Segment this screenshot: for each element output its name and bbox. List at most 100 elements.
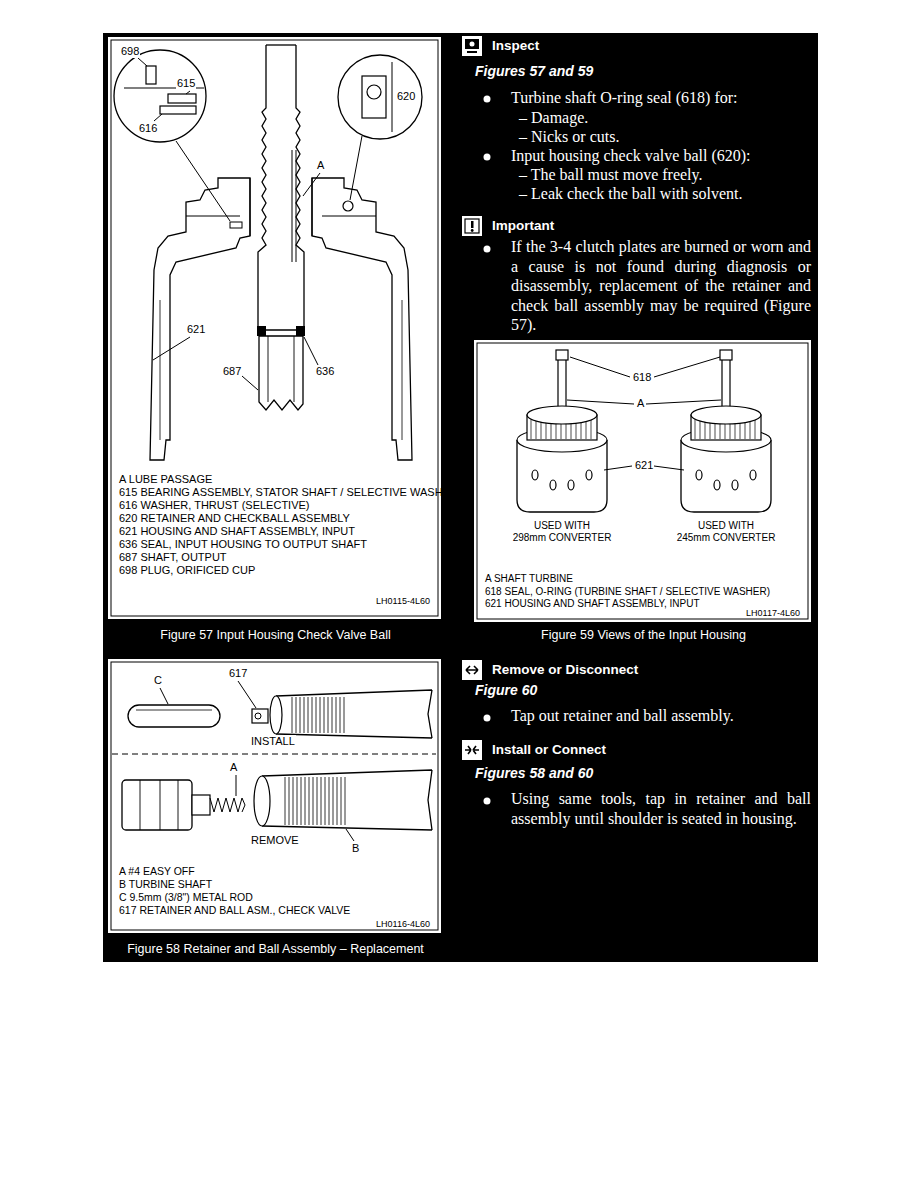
shaft-end bbox=[254, 776, 270, 826]
leader-line bbox=[153, 337, 190, 360]
spline-line bbox=[297, 777, 298, 825]
housing-drum-line bbox=[402, 300, 403, 440]
housing-wall bbox=[312, 178, 412, 460]
check-ball bbox=[367, 85, 381, 99]
housing-drum-line bbox=[160, 300, 161, 440]
figure-caption: Figure 58 Retainer and Ball Assembly – R… bbox=[109, 942, 442, 957]
shaft-end bbox=[281, 44, 296, 45]
callout-label: 621 bbox=[186, 323, 206, 336]
figure-code: LH0116-4L60 bbox=[376, 918, 430, 930]
inspect-icon-glyph bbox=[467, 51, 477, 53]
spline-line bbox=[300, 697, 301, 733]
legend-line: A #4 EASY OFF bbox=[119, 865, 460, 878]
important-icon-glyph bbox=[465, 219, 479, 233]
legend-line: 698 PLUG, ORIFICED CUP bbox=[119, 564, 460, 577]
legend-line: 636 SEAL, INPUT HOUSING TO OUTPUT SHAFT bbox=[119, 538, 460, 551]
section-heading: Remove or Disconnect bbox=[492, 661, 638, 678]
turbine-shaft-outline bbox=[258, 45, 281, 330]
callout-label: A bbox=[229, 761, 238, 774]
spline-line bbox=[293, 777, 294, 825]
callout-label: A bbox=[316, 159, 325, 172]
leader-line bbox=[604, 466, 632, 470]
detail-circle bbox=[114, 50, 206, 142]
important-icon bbox=[462, 216, 482, 236]
separator-dashed bbox=[112, 754, 436, 755]
body-text: If the 3-4 clutch plates are burned or w… bbox=[511, 237, 811, 335]
detail-section-line bbox=[392, 62, 393, 132]
shaft-o-ring bbox=[720, 350, 732, 360]
legend-line: B TURBINE SHAFT bbox=[119, 878, 460, 891]
remove-icon bbox=[462, 660, 482, 680]
legend-line: 618 SEAL, O-RING (TURBINE SHAFT / SELECT… bbox=[485, 586, 830, 599]
bullet-dot bbox=[484, 246, 491, 253]
legend-line: 620 RETAINER AND CHECKBALL ASSEMBLY bbox=[119, 512, 460, 525]
housing-slot bbox=[696, 470, 702, 480]
section-heading: Install or Connect bbox=[492, 741, 606, 758]
figure-reference: Figures 58 and 60 bbox=[475, 764, 593, 782]
tool-ring bbox=[160, 780, 161, 830]
metal-rod bbox=[128, 705, 220, 727]
housing-slot bbox=[568, 480, 574, 490]
shaft-end bbox=[270, 696, 282, 734]
bullet-dot bbox=[484, 798, 491, 805]
leader-line bbox=[570, 357, 630, 377]
tool-ring bbox=[178, 780, 179, 830]
spline-line bbox=[340, 697, 341, 733]
important-icon-glyph bbox=[471, 221, 474, 228]
legend-line: 617 RETAINER AND BALL ASM., CHECK VALVE bbox=[119, 904, 460, 917]
leader-line bbox=[346, 829, 354, 841]
spline-line bbox=[321, 777, 322, 825]
spline-line bbox=[285, 777, 286, 825]
body-text: – Damage. bbox=[519, 108, 588, 128]
callout-label: 620 bbox=[396, 90, 416, 103]
housing-slot bbox=[550, 480, 556, 490]
body-text: – The ball must move freely. bbox=[519, 165, 703, 185]
bearing-assembly bbox=[168, 94, 196, 103]
leader-line bbox=[236, 775, 237, 796]
turbine-shaft-outline bbox=[281, 45, 304, 330]
hub-bore-line bbox=[311, 178, 312, 236]
easy-off-tool bbox=[122, 780, 192, 830]
spline-line bbox=[324, 697, 325, 733]
figure-code: LH0117-4L60 bbox=[746, 607, 800, 619]
input-housing-section bbox=[114, 45, 422, 460]
housing-slot bbox=[750, 470, 756, 480]
lube-passage bbox=[296, 150, 297, 262]
housing-seal bbox=[296, 326, 305, 336]
housing-slot bbox=[732, 480, 738, 490]
lube-passage bbox=[292, 150, 293, 262]
rod-highlight bbox=[136, 710, 212, 711]
leader-line bbox=[303, 173, 320, 196]
spline-line bbox=[304, 697, 305, 733]
remove-icon-arrows bbox=[466, 666, 478, 674]
figure-code: LH0115-4L60 bbox=[376, 595, 430, 607]
hub-bore-line bbox=[249, 178, 250, 236]
housing-web-line bbox=[322, 216, 376, 217]
spline-line bbox=[296, 697, 297, 733]
retainer-ball-assembly bbox=[252, 709, 268, 723]
figure-caption: Figure 59 Views of the Input Housing bbox=[475, 628, 812, 643]
spline-line bbox=[312, 697, 313, 733]
legend-line: 621 HOUSING AND SHAFT ASSEMBLY, INPUT bbox=[119, 525, 460, 538]
leader-line bbox=[646, 400, 721, 404]
retainer-replacement-views bbox=[112, 681, 436, 841]
turbine-shaft-outline bbox=[276, 690, 432, 738]
section-heading: Inspect bbox=[492, 37, 539, 54]
body-text: Tap out retainer and ball assembly. bbox=[511, 706, 734, 726]
detail-leader bbox=[350, 136, 362, 200]
spline-line bbox=[292, 697, 293, 733]
spline-line bbox=[333, 777, 334, 825]
body-text: – Leak check the ball with solvent. bbox=[519, 184, 742, 204]
tool-neck bbox=[192, 795, 210, 815]
thrust-washer bbox=[160, 106, 196, 114]
callout-label: INSTALL bbox=[250, 735, 296, 748]
housing-slot bbox=[532, 470, 538, 480]
black-page-band bbox=[103, 33, 818, 962]
leader-line bbox=[654, 357, 720, 377]
check-ball bbox=[343, 201, 353, 211]
view-label: 245mm CONVERTER bbox=[666, 532, 786, 544]
spline-line bbox=[345, 777, 346, 825]
callout-label: 615 bbox=[176, 77, 196, 90]
output-shaft bbox=[259, 336, 303, 410]
figure-reference: Figures 57 and 59 bbox=[475, 62, 593, 80]
